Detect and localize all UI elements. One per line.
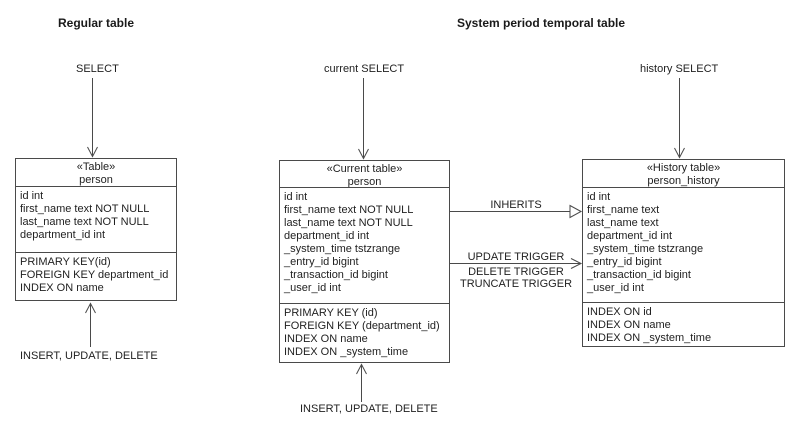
truncate-trigger-label: TRUNCATE TRIGGER xyxy=(459,278,573,290)
table-history-fields: id int first_name text last_name text de… xyxy=(583,188,784,303)
table-regular-constraints: PRIMARY KEY(id) FOREIGN KEY department_i… xyxy=(16,253,176,295)
table-name: person xyxy=(79,174,113,186)
constraint-row: INDEX ON _system_time xyxy=(587,332,712,344)
table-name: person_history xyxy=(647,175,720,187)
constraint-row: INDEX ON name xyxy=(587,319,671,331)
field-row: _user_id int xyxy=(284,282,341,294)
field-row: id int xyxy=(587,191,611,203)
field-row: id int xyxy=(284,191,308,203)
table-stereotype: «History table» xyxy=(646,162,721,174)
history-select-label: history SELECT xyxy=(640,63,719,75)
section-title-temporal: System period temporal table xyxy=(457,16,626,30)
table-name: person xyxy=(347,176,382,188)
field-row: first_name text NOT NULL xyxy=(20,203,150,215)
field-row: department_id int xyxy=(587,230,672,242)
table-history-constraints: INDEX ON id INDEX ON name INDEX ON _syst… xyxy=(583,303,784,345)
field-row: last_name text NOT NULL xyxy=(284,217,413,229)
constraint-row: INDEX ON _system_time xyxy=(284,346,409,358)
field-row: _entry_id bigint xyxy=(587,256,662,268)
field-row: department_id int xyxy=(20,229,105,241)
table-current-header: «Current table» person xyxy=(280,161,449,188)
constraint-row: PRIMARY KEY (id) xyxy=(284,307,378,319)
insert-arrow-regular xyxy=(85,302,96,347)
field-row: _system_time tstzrange xyxy=(587,243,704,255)
field-row: first_name text xyxy=(587,204,660,216)
delete-trigger-label: DELETE TRIGGER xyxy=(468,266,564,278)
table-regular-header: «Table» person xyxy=(16,159,176,187)
constraint-row: INDEX ON name xyxy=(20,282,104,294)
table-current-fields: id int first_name text NOT NULL last_nam… xyxy=(280,188,449,304)
table-current: «Current table» person id int first_name… xyxy=(279,160,450,363)
constraint-row: INDEX ON id xyxy=(587,306,652,318)
field-row: _transaction_id bigint xyxy=(284,269,388,281)
field-row: id int xyxy=(20,190,44,202)
field-row: first_name text NOT NULL xyxy=(284,204,414,216)
insert-arrow-current xyxy=(356,363,367,402)
table-regular-fields: id int first_name text NOT NULL last_nam… xyxy=(16,187,176,253)
section-title-regular: Regular table xyxy=(58,16,135,30)
insert-update-delete-label-regular: INSERT, UPDATE, DELETE xyxy=(20,350,158,362)
table-history: «History table» person_history id int fi… xyxy=(582,159,785,347)
constraint-row: FOREIGN KEY (department_id) xyxy=(284,320,440,332)
inherits-label: INHERITS xyxy=(490,199,542,211)
constraint-row: INDEX ON name xyxy=(284,333,368,345)
history-select-arrow xyxy=(674,78,685,159)
table-current-constraints: PRIMARY KEY (id) FOREIGN KEY (department… xyxy=(280,304,449,359)
table-history-header: «History table» person_history xyxy=(583,160,784,188)
constraint-row: FOREIGN KEY department_id xyxy=(20,269,169,281)
field-row: _system_time tstzrange xyxy=(284,243,401,255)
insert-update-delete-label-current: INSERT, UPDATE, DELETE xyxy=(300,403,438,415)
field-row: last_name text xyxy=(587,217,659,229)
select-arrow xyxy=(87,78,98,158)
table-regular: «Table» person id int first_name text NO… xyxy=(15,158,177,301)
field-row: department_id int xyxy=(284,230,369,242)
field-row: _entry_id bigint xyxy=(284,256,359,268)
field-row: _transaction_id bigint xyxy=(587,269,691,281)
select-label: SELECT xyxy=(76,63,119,75)
field-row: last_name text NOT NULL xyxy=(20,216,149,228)
constraint-row: PRIMARY KEY(id) xyxy=(20,256,111,268)
current-select-arrow xyxy=(358,78,369,160)
table-stereotype: «Current table» xyxy=(326,163,403,175)
current-select-label: current SELECT xyxy=(324,63,405,75)
table-stereotype: «Table» xyxy=(76,161,116,173)
field-row: _user_id int xyxy=(587,282,644,294)
update-trigger-label: UPDATE TRIGGER xyxy=(467,251,565,263)
